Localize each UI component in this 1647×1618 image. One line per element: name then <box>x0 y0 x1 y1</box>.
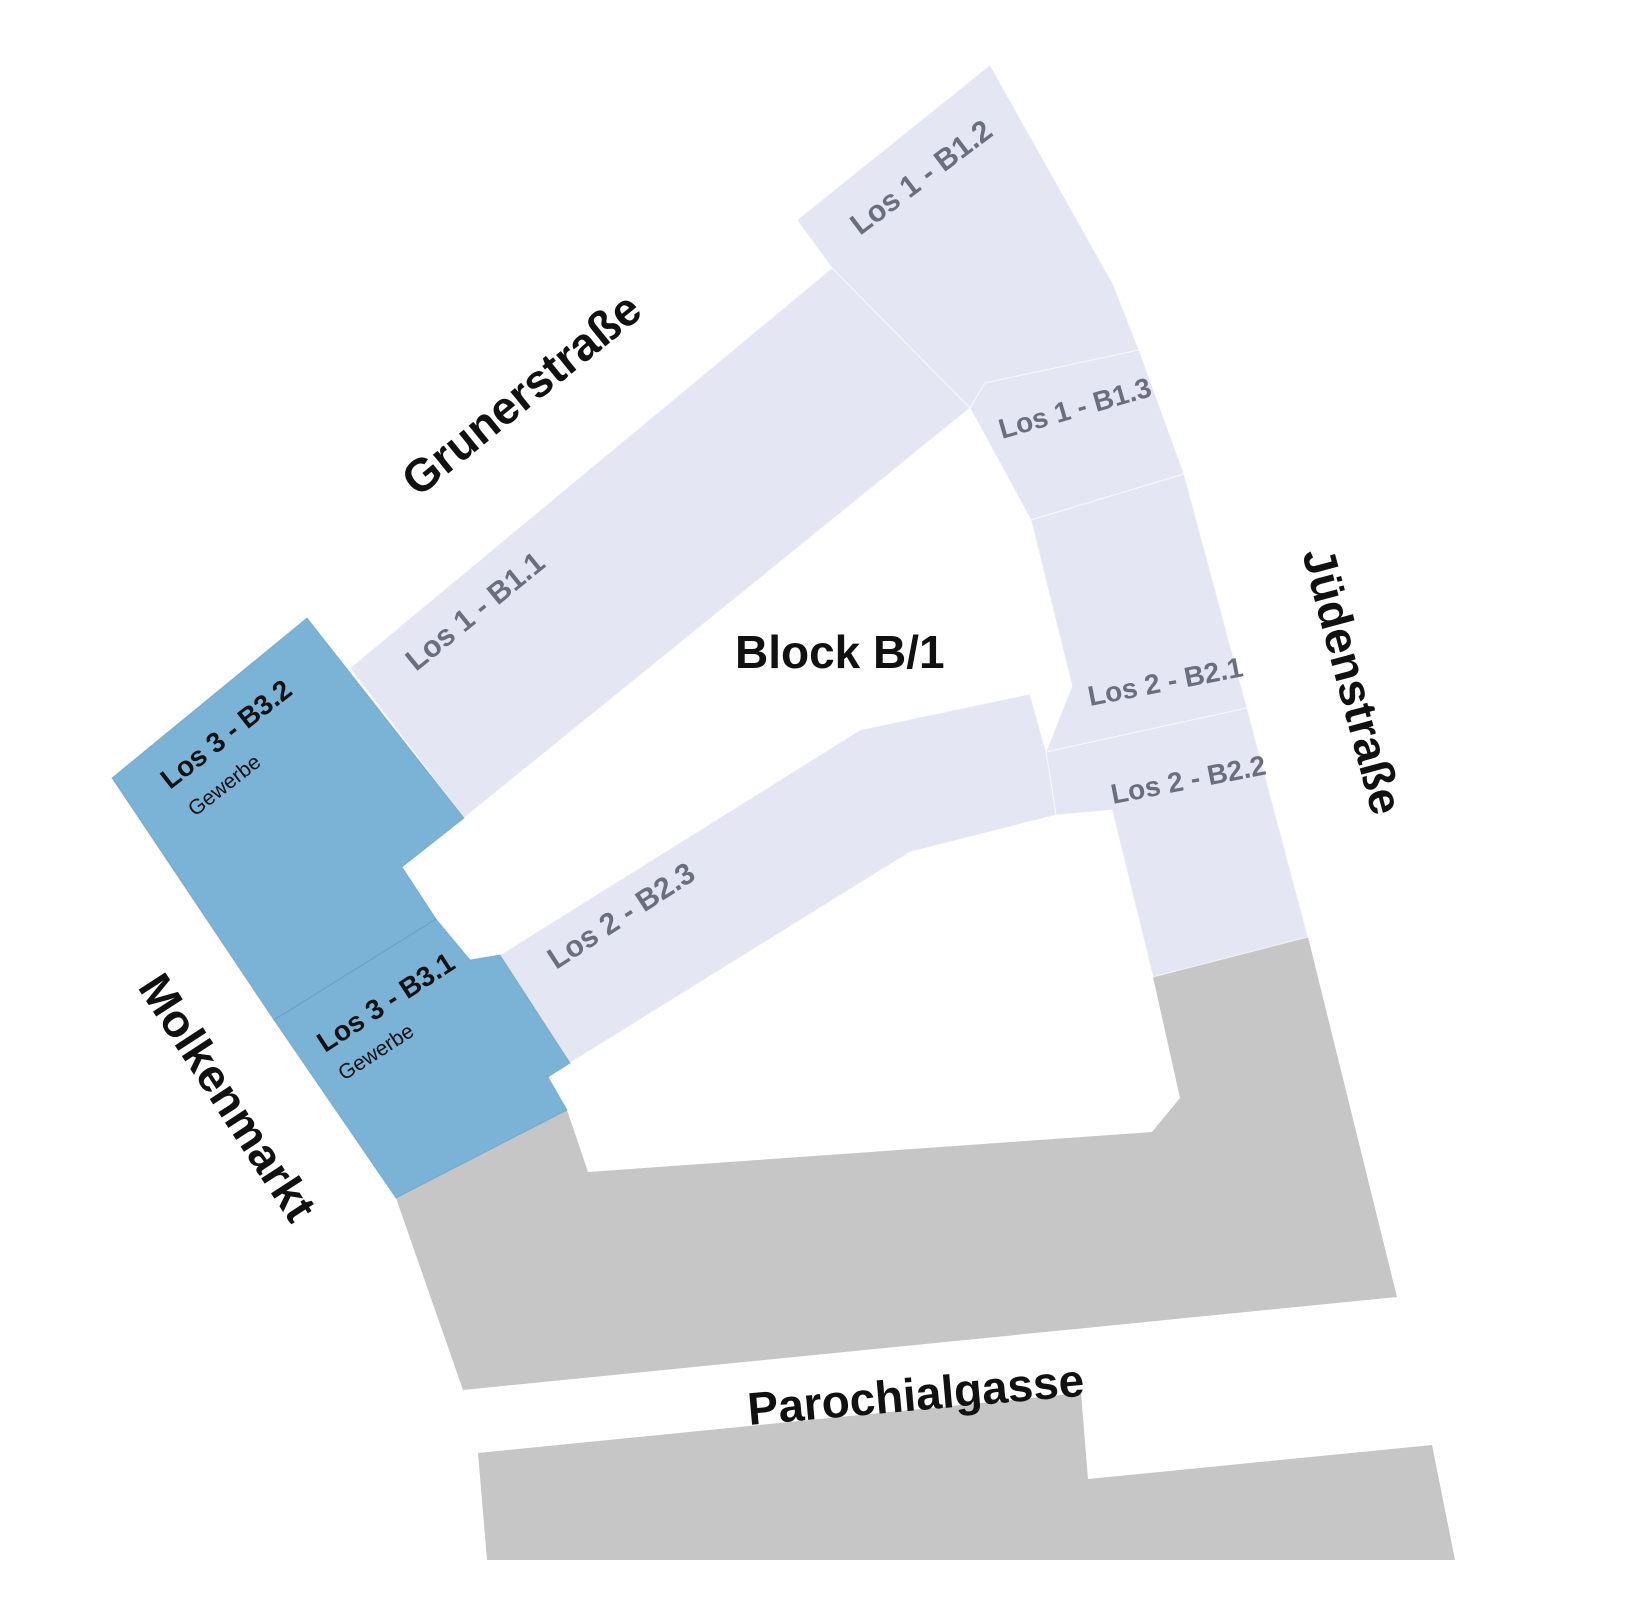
street-label-juedenstrasse: Jüdenstraße <box>1292 542 1413 820</box>
lot-shape-b2-1[interactable] <box>1030 473 1248 753</box>
lot-shape-b2-3[interactable] <box>499 693 1057 1064</box>
existing-building-south-block <box>396 937 1397 1390</box>
block-title: Block B/1 <box>735 626 945 678</box>
commercial-lots <box>111 617 571 1199</box>
existing-buildings <box>396 937 1455 1560</box>
lot-shape-b2-2[interactable] <box>1045 707 1309 978</box>
lot-shape-b3-1[interactable] <box>273 918 571 1199</box>
existing-building-across-parochialgasse <box>478 1393 1455 1560</box>
planned-lots <box>349 64 1309 1064</box>
